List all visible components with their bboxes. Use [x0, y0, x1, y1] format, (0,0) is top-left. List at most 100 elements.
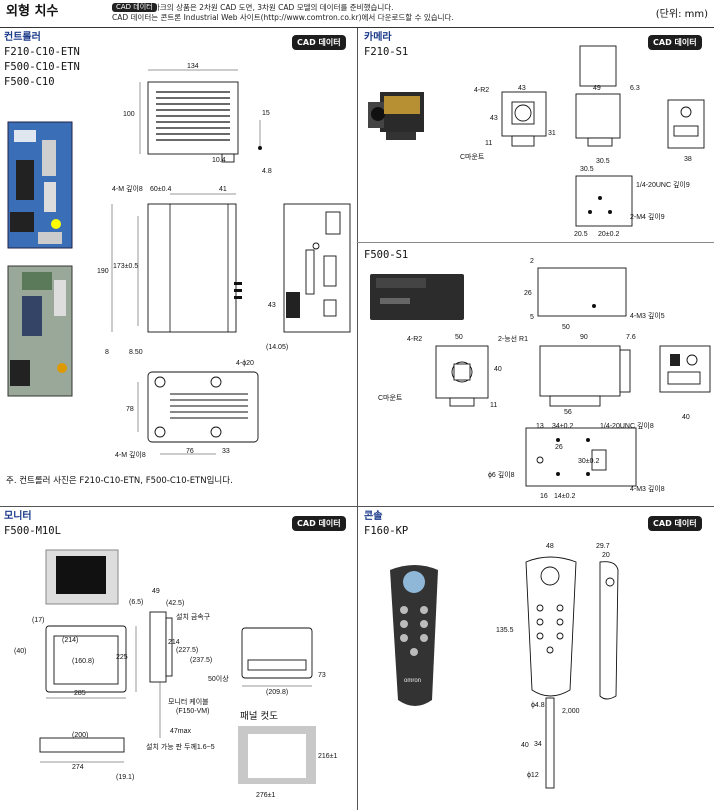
column-divider	[357, 28, 358, 810]
dim-274: 274	[72, 764, 84, 771]
dim-30-5: 30.5	[596, 158, 610, 165]
controller-model-3: F500-C10	[4, 76, 55, 88]
dim-4-r2: 4-R2	[474, 87, 490, 94]
dim-8: 8	[105, 349, 109, 356]
camera-cad-button[interactable]: CAD 데이터	[648, 35, 702, 50]
monitor-photo	[45, 549, 119, 605]
dim-190: 190	[97, 268, 109, 275]
dim-8-50: 8.50	[129, 349, 143, 356]
dim-49: 49	[593, 85, 601, 92]
cad-data-tag: CAD 데이터	[112, 3, 157, 12]
row-divider	[0, 506, 714, 507]
dim-40-console: 40	[521, 742, 529, 749]
dim-43: 43	[268, 302, 276, 309]
dim-26-bottom: 26	[555, 444, 563, 451]
dim-29-7: 29.7	[596, 543, 610, 550]
controller-photo	[7, 121, 73, 397]
dim-41: 41	[219, 186, 227, 193]
dim-5: 5	[530, 314, 534, 321]
dim-phi4-8: ϕ4.8	[531, 702, 545, 709]
panel-cutout-label: 패널 컷도	[240, 711, 278, 722]
dim-2-m4: 2-M4 깊이9	[630, 214, 665, 221]
controller-side-view	[111, 193, 242, 333]
dim-50: 50	[562, 324, 570, 331]
monitor-bottom-view	[39, 737, 125, 763]
controller-cad-button[interactable]: CAD 데이터	[292, 35, 346, 50]
dim-43-top: 43	[518, 85, 526, 92]
dim-56: 56	[564, 409, 572, 416]
dim-11: 11	[485, 140, 493, 147]
dim-4m-depth8-bottom: 4-M 깊이8	[115, 452, 146, 459]
dim-135-5: 135.5	[496, 627, 514, 634]
dim-237-5: (237.5)	[190, 657, 213, 664]
controller-bottom-view	[137, 371, 259, 455]
camera-f500-top-view	[537, 267, 627, 317]
dim-134: 134	[187, 63, 199, 70]
dim-227-5: (227.5)	[176, 647, 199, 654]
dim-90: 90	[580, 334, 588, 341]
dim-30: 30±0.2	[578, 458, 600, 465]
dim-30-5-bottom: 30.5	[580, 166, 594, 173]
console-front-view	[525, 556, 577, 789]
camera-divider	[357, 242, 714, 243]
dim-phi12: ϕ12	[527, 772, 539, 779]
dim-100: 100	[123, 111, 135, 118]
dim-2: 2	[530, 258, 534, 265]
dim-60: 60±0.4	[150, 186, 172, 193]
dim-214-side: 214	[168, 639, 180, 646]
dim-4phi20: 4-ϕ20	[236, 360, 254, 367]
dim-33: 33	[222, 448, 230, 455]
dim-34: 34±0.2	[552, 423, 574, 430]
dim-15: 15	[262, 110, 270, 117]
unit-label: (단위: mm)	[655, 9, 708, 20]
dim-214: (214)	[62, 637, 79, 644]
dim-40: 40	[494, 366, 502, 373]
dim-6-3: 6.3	[630, 85, 640, 92]
camera-f210-photo	[368, 92, 424, 140]
controller-model-1: F210-C10-ETN	[4, 46, 80, 58]
console-side-view	[599, 561, 619, 700]
console-cad-button[interactable]: CAD 데이터	[648, 516, 702, 531]
page-title: 외형 치수	[6, 4, 59, 19]
dim-20: 20±0.2	[598, 231, 620, 238]
camera-f500-side-view	[539, 345, 631, 407]
dim-11-f500: 11	[490, 402, 498, 409]
dim-34-console: 34	[534, 741, 542, 748]
monitor-heading: 모니터	[4, 511, 32, 522]
dim-50-min: 50이상	[208, 676, 229, 683]
dim-49: 49	[152, 588, 160, 595]
dim-38: 38	[684, 156, 692, 163]
monitor-front-view	[45, 625, 137, 699]
dim-73: 73	[318, 672, 326, 679]
dim-19-1: (19.1)	[116, 774, 135, 781]
dim-14-05: (14.05)	[266, 344, 289, 351]
camera-model-f210: F210-S1	[364, 46, 409, 58]
dim-50-front: 50	[455, 334, 463, 341]
dim-285: 285	[74, 690, 86, 697]
dim-216: 216±1	[318, 753, 338, 760]
monitor-model: F500-M10L	[4, 525, 61, 537]
dim-31: 31	[548, 130, 556, 137]
dim-phi6: ϕ6 깊이8	[488, 472, 515, 479]
dim-26: 26	[524, 290, 532, 297]
camera-f210-bottom-view	[575, 175, 633, 227]
dim-16: 16	[540, 493, 548, 500]
monitor-mountable-thickness: 설치 가능 판 두께1.6~5	[146, 744, 215, 751]
header-divider	[0, 27, 714, 28]
dim-78: 78	[126, 406, 134, 413]
dim-unc-depth8: 1/4-20UNC 깊이8	[600, 423, 654, 430]
dim-20-5: 20.5	[574, 231, 588, 238]
dim-200: (200)	[72, 732, 89, 739]
dim-4-m3-depth8: 4-M3 깊이8	[630, 486, 665, 493]
dim-10-4: 10.4	[212, 157, 226, 164]
dim-4-r2-f500: 4-R2	[407, 336, 423, 343]
camera-f210-cmount: C마운트	[460, 154, 485, 161]
monitor-cad-button[interactable]: CAD 데이터	[292, 516, 346, 531]
dim-4-m3-depth5: 4-M3 깊이5	[630, 313, 665, 320]
console-photo: omron	[390, 565, 438, 706]
notice-line-1: 마크의 상품은 2차원 CAD 도면, 3차원 CAD 모델의 데이터를 준비했…	[153, 3, 394, 12]
dim-13: 13	[536, 423, 544, 430]
camera-f500-rear-view	[659, 345, 711, 393]
dim-40: (40)	[14, 648, 27, 655]
dim-160-8: (160.8)	[72, 658, 95, 665]
